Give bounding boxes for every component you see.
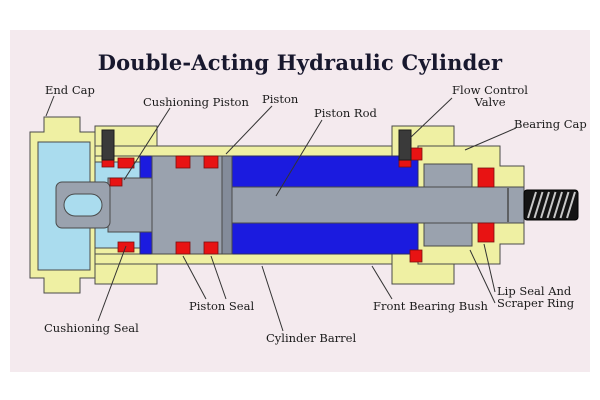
lip-seal-top: [477, 167, 495, 188]
leader-cylinder-barrel: [261, 265, 284, 332]
leader-lip-seal-1: [483, 243, 496, 293]
label-piston-rod: Piston Rod: [314, 106, 377, 120]
piston-seal-top-1: [175, 155, 191, 169]
piston-seal-bottom-2: [203, 241, 219, 255]
diagram-title: Double-Acting Hydraulic Cylinder: [97, 50, 503, 75]
cap-joint-seal-bottom: [409, 249, 423, 263]
barrel-top-wall: [94, 145, 419, 157]
label-end-cap: End Cap: [45, 83, 95, 97]
leader-cushioning-seal: [97, 245, 127, 322]
label-bearing-cap: Bearing Cap: [514, 117, 587, 131]
piston-shape: [151, 155, 233, 255]
piston-seal-bottom-1: [175, 241, 191, 255]
leader-piston-seal-2: [210, 255, 227, 300]
barrel-bottom-wall: [94, 253, 419, 265]
cushioning-seal-top: [117, 157, 135, 169]
label-lip-seal-scraper-ring: Lip Seal And Scraper Ring: [497, 284, 575, 311]
leader-flow-control-valve: [409, 97, 453, 139]
thread-section: [523, 189, 579, 221]
flow-valve-right: [398, 129, 412, 161]
cushion-sleeve-seal: [109, 177, 123, 187]
leader-lines: [45, 95, 517, 332]
leader-end-cap: [45, 95, 55, 117]
label-flow-control-valve: Flow Control Valve: [452, 83, 528, 110]
label-piston-seal: Piston Seal: [189, 299, 255, 313]
leader-piston-rod: [275, 119, 323, 197]
metal-parts: [55, 155, 525, 255]
lip-seal-bottom: [477, 222, 495, 243]
label-cushioning-seal: Cushioning Seal: [44, 321, 139, 335]
leader-lip-seal-2: [469, 249, 496, 304]
leader-piston: [225, 105, 273, 155]
flow-valve-left: [101, 129, 115, 161]
piston-divider-strip: [221, 155, 233, 255]
cap-joint-seal-top: [409, 147, 423, 161]
rod-eye-slot: [63, 193, 103, 217]
label-piston: Piston: [262, 92, 299, 106]
cushioning-piston-sleeve: [107, 177, 153, 233]
label-cylinder-barrel: Cylinder Barrel: [266, 331, 357, 345]
leader-cushioning-piston: [123, 107, 171, 181]
label-cushioning-piston: Cushioning Piston: [143, 95, 249, 109]
leader-front-bearing-bush: [371, 265, 393, 300]
leader-bearing-cap: [464, 127, 517, 151]
bearing-bush-top: [423, 163, 473, 188]
flow-control-valves: [101, 129, 412, 161]
thread-stripes: [527, 191, 576, 219]
piston-seal-top-2: [203, 155, 219, 169]
bearing-bush-bottom: [423, 222, 473, 247]
leader-piston-seal-1: [182, 255, 207, 300]
label-front-bearing-bush: Front Bearing Bush: [373, 299, 488, 313]
